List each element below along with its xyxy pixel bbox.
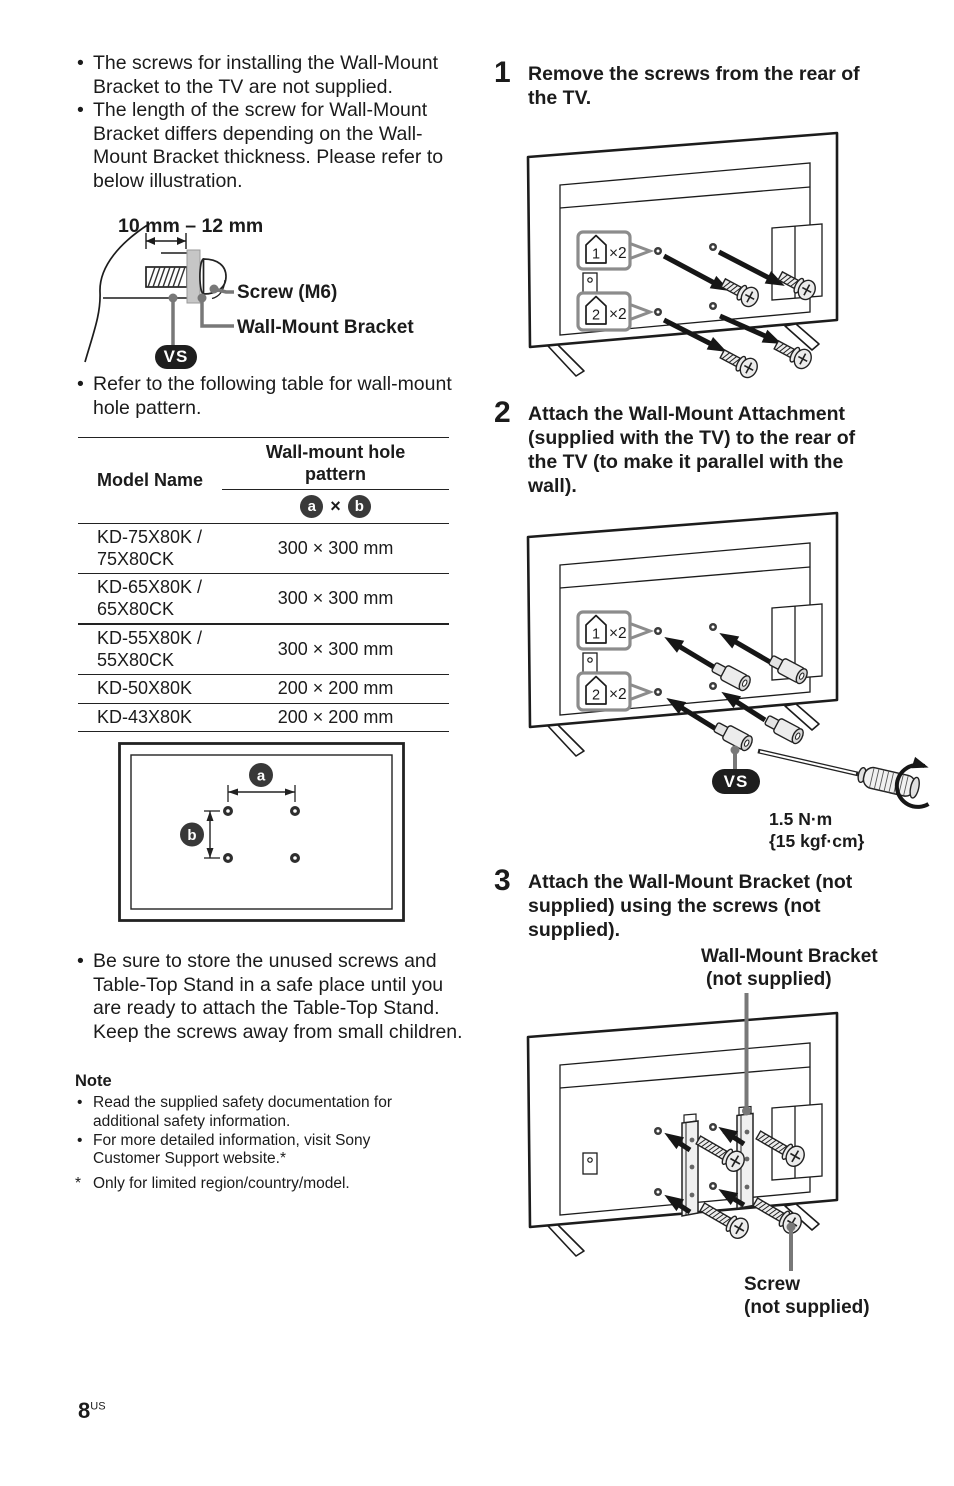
bullet-item: Refer to the following table for wall-mo…	[75, 373, 473, 420]
table-subheader-row: a × b	[78, 490, 449, 524]
bracket-not-supplied-label: Wall-Mount Bracket (not supplied)	[701, 945, 878, 991]
intro-bullet-list: The screws for installing the Wall-Mount…	[75, 52, 473, 193]
wall-mount-bracket-rails	[681, 1105, 754, 1217]
bullet-item: The screws for installing the Wall-Mount…	[75, 52, 473, 99]
hole-pattern-diagram: a b	[118, 742, 405, 922]
screw-m6-label: Screw (M6)	[237, 282, 338, 303]
model-name-cell: KD-55X80K / 55X80CK	[78, 623, 223, 675]
mount-holes	[223, 806, 300, 863]
wall-mount-hole-pattern-table: Model Name Wall-mount hole pattern a × b K…	[78, 437, 449, 732]
note-bullet-list: Read the supplied safety documentation f…	[75, 1094, 435, 1169]
tv-rear-panel	[526, 511, 839, 758]
b-badge-label: b	[187, 827, 196, 844]
step-2-text: Attach the Wall-Mount Attachment (suppli…	[528, 403, 856, 497]
model-name-cell: KD-50X80K	[78, 674, 223, 703]
step-2-number: 2	[494, 396, 511, 429]
screw-label-line1: Screw	[744, 1274, 800, 1295]
tv-rear-drawing-attach-spacers	[526, 511, 931, 809]
bracket-label-line2: (not supplied)	[706, 969, 832, 990]
step-1-number: 1	[494, 56, 511, 89]
torque-nm: 1.5 N·m	[769, 809, 833, 829]
table-row: KD-43X80K 200 × 200 mm	[78, 702, 449, 732]
page-number-region: US	[90, 1400, 106, 1413]
table-row: KD-65X80K / 65X80CK 300 × 300 mm	[78, 573, 449, 624]
tv-rear-illustration-1: 1 ×2 2 ×2	[520, 130, 870, 385]
tv-rear-panel	[526, 131, 839, 378]
tv-rear-illustration-3: Wall-Mount Bracket (not supplied) Screw …	[520, 945, 944, 1325]
pattern-cell: 200 × 200 mm	[222, 674, 449, 703]
table-row: KD-75X80K / 75X80CK 300 × 300 mm	[78, 523, 449, 574]
arrow-head	[911, 756, 931, 774]
torque-label: 1.5 N·m {15 kgf·cm}	[769, 809, 864, 852]
column-header-model: Model Name	[97, 469, 204, 490]
pattern-cell: 300 × 300 mm	[222, 573, 449, 624]
screwdriver-icon	[757, 748, 930, 809]
screw-length-diagram: 10 mm – 12 mm Screw (M6) Wall-Mount Brac…	[75, 212, 495, 387]
tv-rear-illustration-2: VS 1.5 N·m {15 kgf·cm}	[520, 503, 950, 855]
bullet-item: Be sure to store the unused screws and T…	[75, 950, 473, 1044]
footnote: * Only for limited region/country/model.	[75, 1175, 435, 1194]
wall-mount-bracket-label: Wall-Mount Bracket	[237, 317, 414, 338]
thread-hatch	[147, 266, 186, 288]
step-1-text: Remove the screws from the rear of the T…	[528, 63, 860, 109]
page-number: 8US	[78, 1398, 106, 1424]
dimension-label: 10 mm – 12 mm	[118, 215, 264, 237]
a-badge: a	[300, 495, 324, 518]
leader-line	[200, 298, 234, 328]
model-name-cell: KD-65X80K / 65X80CK	[78, 573, 223, 624]
vs-badge: VS	[155, 345, 197, 369]
bullet-item: Read the supplied safety documentation f…	[75, 1094, 435, 1132]
a-badge	[249, 763, 273, 787]
cabinet-edge-line	[84, 223, 150, 363]
step-3-number: 3	[494, 864, 511, 897]
b-badge: b	[347, 495, 371, 518]
pattern-cell: 300 × 300 mm	[222, 623, 449, 675]
bracket-plate	[186, 249, 201, 304]
a-badge-label: a	[257, 768, 266, 785]
page-number-value: 8	[78, 1398, 91, 1423]
bracket-label-line1: Wall-Mount Bracket	[701, 946, 878, 967]
footnote-text: Only for limited region/country/model.	[93, 1175, 350, 1192]
note-heading: Note	[75, 1072, 112, 1090]
screw-icon	[716, 344, 762, 382]
model-name-cell: KD-75X80K / 75X80CK	[78, 523, 223, 574]
screw-cross-section-drawing	[84, 223, 234, 363]
store-screws-bullet-list: Be sure to store the unused screws and T…	[75, 950, 473, 1044]
screw-not-supplied-label: Screw (not supplied)	[744, 1273, 870, 1319]
pattern-cell: 200 × 200 mm	[222, 702, 449, 732]
table-header-row: Model Name Wall-mount hole pattern	[78, 437, 449, 490]
torque-kgfcm: {15 kgf·cm}	[769, 830, 865, 851]
b-badge	[180, 822, 204, 847]
vs-badge: VS	[712, 769, 760, 794]
screw-label-line2: (not supplied)	[744, 1297, 870, 1318]
bullet-item: The length of the screw for Wall-Mount B…	[75, 99, 473, 193]
table-intro-bullet-list: Refer to the following table for wall-mo…	[75, 373, 473, 420]
leader-line	[213, 287, 234, 294]
pattern-cell: 300 × 300 mm	[222, 523, 449, 574]
removal-arrows	[662, 249, 777, 350]
table-row: KD-50X80K 200 × 200 mm	[78, 674, 449, 703]
screw-head	[202, 258, 227, 295]
table-row: KD-55X80K / 55X80CK 300 × 300 mm	[78, 623, 449, 675]
tv-rear-drawing-remove-screws: 1 ×2 2 ×2	[526, 131, 839, 382]
model-name-cell: KD-43X80K	[78, 702, 223, 732]
times-sign: ×	[330, 495, 341, 516]
footnote-asterisk: *	[75, 1175, 82, 1192]
bullet-item: For more detailed information, visit Son…	[75, 1132, 435, 1170]
step-3-text: Attach the Wall-Mount Bracket (not suppl…	[528, 871, 853, 941]
hole-pattern-drawing: a b	[118, 742, 405, 922]
column-header-pattern: Wall-mount hole pattern	[222, 437, 449, 490]
tv-rear-drawing-attach-bracket	[526, 993, 839, 1271]
